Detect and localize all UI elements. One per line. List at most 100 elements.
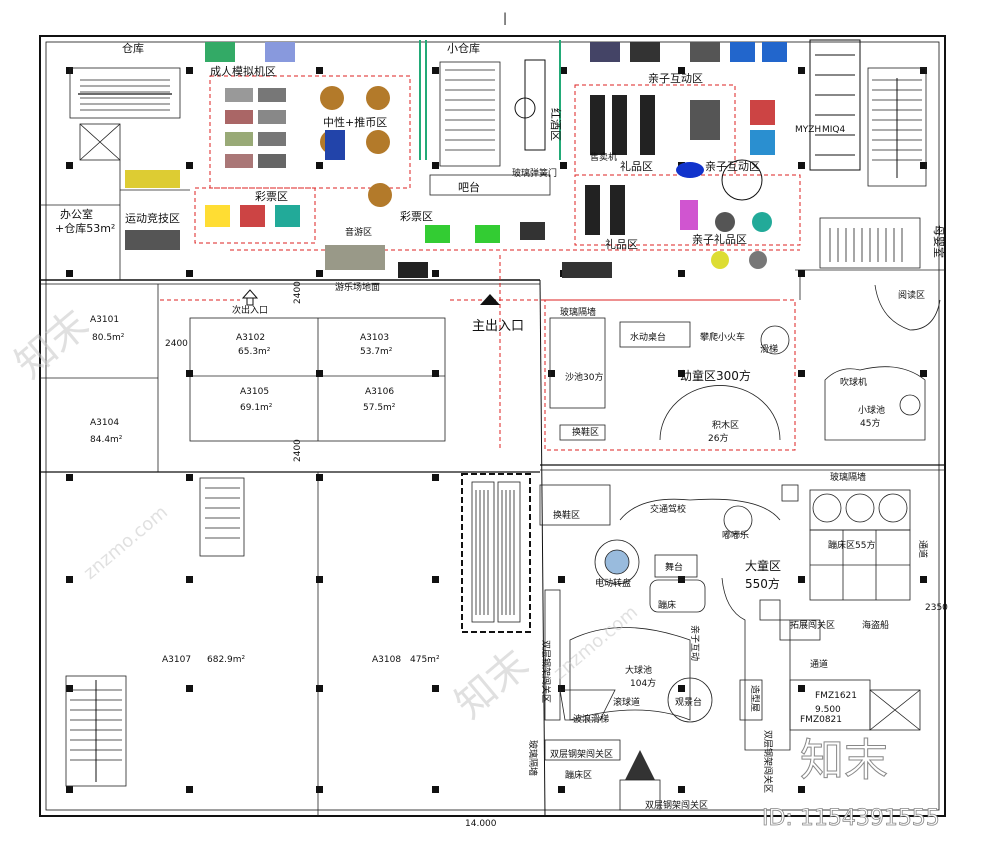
label-small-glass-wall: 玻璃隔墙 — [560, 306, 596, 318]
label-sand: 沙池30方 — [565, 371, 603, 383]
label-vert-rope: 双层钢架闯关区 — [540, 640, 552, 703]
label-rope-1: 双层钢架闯关区 — [550, 748, 613, 760]
unit-a3104-area: 84.4m² — [90, 435, 123, 445]
label-gift-1: 礼品区 — [620, 159, 653, 173]
secondary-entry-arrow-icon — [241, 289, 259, 306]
label-warehouse: 仓库 — [122, 41, 144, 55]
dim-fmz0821: FMZ0821 — [800, 715, 842, 725]
unit-a3107-id: A3107 — [162, 655, 191, 665]
dim-2400-a: 2400 — [165, 339, 188, 349]
label-machine-miq4: MIQ4 — [822, 125, 846, 135]
label-side-channel: 通道 — [917, 540, 929, 558]
label-machine-myzh: MYZH — [795, 125, 821, 135]
escalator — [461, 473, 531, 633]
label-parent-zone: 亲子互动 — [689, 625, 701, 661]
label-glass-door: 玻璃弹簧门 — [512, 167, 557, 179]
unit-a3102-id: A3102 — [236, 333, 265, 343]
label-main-entry: 主出入口 — [472, 319, 524, 334]
watermark-brand-1: 知末 — [7, 301, 98, 388]
dim-2400-b: 2400 — [293, 281, 303, 304]
stairwell-bottom-left — [65, 675, 127, 787]
watermark-brand-2: 知末 — [447, 641, 538, 728]
label-sea-wall: 玻璃隔墙 — [830, 471, 866, 483]
label-sports: 运动竞技区 — [125, 211, 180, 225]
label-water-table: 水动桌台 — [630, 331, 666, 343]
label-big-pool: 大球池 — [625, 664, 652, 676]
label-wine-room: 红酒区 — [549, 108, 562, 141]
label-track: 交通驾校 — [650, 503, 686, 515]
label-bar: 吧台 — [458, 180, 480, 194]
unit-a3103-id: A3103 — [360, 333, 389, 343]
kids-small-zone-shapes — [549, 284, 941, 441]
label-parent-child-top: 亲子互动区 — [648, 71, 703, 85]
label-small-warehouse: 小仓库 — [447, 41, 480, 55]
unit-a3105-area: 69.1m² — [240, 403, 273, 413]
dim-elevation: 9.500 — [815, 705, 841, 715]
arcade-machines — [125, 39, 861, 278]
dim-2350: 2350 — [925, 603, 948, 613]
watermark-site-1: znzmo.com — [80, 502, 172, 584]
label-reading: 阅读区 — [898, 289, 925, 301]
kids-big-zone-shapes — [539, 484, 911, 811]
label-vert-rope-2: 双层钢架闯关区 — [762, 730, 774, 793]
unit-a3105-id: A3105 — [240, 387, 269, 397]
unit-a3102-area: 65.3m² — [238, 347, 271, 357]
stairwell-top-right — [867, 67, 927, 187]
label-carousel: 电动转盘 — [595, 577, 631, 589]
label-stage: 舞台 — [665, 561, 683, 573]
unit-a3108-area: 475m² — [410, 655, 440, 665]
stairwell-center — [429, 61, 551, 196]
unit-a3107-area: 682.9m² — [207, 655, 246, 665]
kids-big-area: 550方 — [745, 576, 780, 591]
watermark-logo: 知末 — [800, 735, 888, 786]
label-blocks-area: 26方 — [708, 432, 728, 444]
unit-a3104-id: A3104 — [90, 418, 119, 428]
label-maze: 造型屋 — [749, 685, 761, 712]
label-mini-counter: 售卖机 — [590, 151, 617, 163]
label-vert-glass: 玻璃隔墙 — [527, 740, 539, 776]
label-viewing: 观景台 — [675, 696, 702, 708]
label-rope-3: 蹦床区 — [565, 769, 592, 781]
entry-arrow-icon — [480, 294, 500, 305]
stairwell-top-left — [69, 67, 181, 161]
elevator — [869, 689, 921, 731]
north-mark: | — [503, 11, 507, 25]
dim-fmz1621: FMZ1621 — [815, 691, 857, 701]
outer-wall — [39, 35, 946, 817]
label-big-shoe: 换鞋区 — [553, 509, 580, 521]
label-channel: 通道 — [810, 658, 828, 670]
dim-2400-c: 2400 — [293, 439, 303, 462]
unit-a3106-area: 57.5m² — [363, 403, 396, 413]
label-big-pool-area: 104方 — [630, 677, 656, 689]
label-lottery-1: 彩票区 — [255, 190, 288, 203]
label-parent-gift: 亲子礼品区 — [692, 232, 747, 246]
label-mother-room: 母婴室 — [932, 225, 946, 258]
label-office-sub: +仓库53m² — [55, 221, 115, 235]
unit-a3103-area: 53.7m² — [360, 347, 393, 357]
label-office: 办公室 — [60, 207, 93, 221]
label-slide: 滑梯 — [760, 343, 778, 355]
kids-big-title: 大童区 — [745, 558, 781, 573]
label-amusement-floor: 游乐场地面 — [335, 281, 380, 293]
unit-a3101-id: A3101 — [90, 315, 119, 325]
label-secondary-entry: 次出入口 — [232, 304, 268, 316]
stairwell-right-mid — [819, 217, 921, 269]
label-ball-pool-area: 45方 — [860, 417, 880, 429]
label-pirate: 海盗船 — [862, 619, 889, 631]
label-parent-child-mid: 亲子互动区 — [705, 159, 760, 173]
label-music: 音游区 — [345, 226, 372, 238]
label-blocks: 积木区 — [712, 419, 739, 431]
watermark-id: ID: 1154391555 — [762, 806, 940, 831]
label-expand: 拓展闯关区 — [790, 619, 835, 631]
kids-small-title: 幼童区300方 — [680, 368, 751, 383]
dim-14000: 14.000 — [465, 819, 497, 829]
unit-a3108-id: A3108 — [372, 655, 401, 665]
label-blower: 吹球机 — [840, 376, 867, 388]
label-ball-pool: 小球池 — [858, 404, 885, 416]
label-rope-2: 双层钢架闯关区 — [645, 799, 708, 811]
label-adult-sim: 成人模拟机区 — [210, 64, 276, 78]
label-lottery-2: 彩票区 — [400, 210, 433, 223]
label-ball-roll: 滚球道 — [613, 696, 640, 708]
label-trampoline-big: 蹦床区55方 — [828, 539, 875, 551]
